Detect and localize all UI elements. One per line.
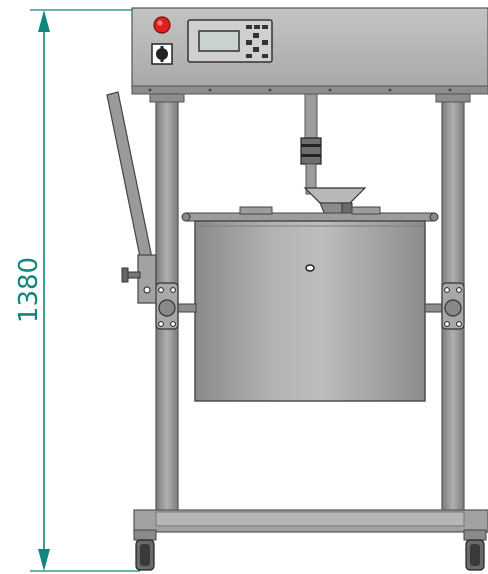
mixing-vessel bbox=[181, 206, 439, 402]
pivot-bearing-left bbox=[155, 282, 197, 330]
drive-shaft bbox=[300, 93, 322, 195]
rotary-switch-icon[interactable] bbox=[151, 43, 173, 65]
caster-wheel-right bbox=[463, 529, 487, 571]
shaft-coupling bbox=[300, 137, 322, 165]
dimension-arrow-bottom bbox=[38, 549, 50, 571]
height-dimension: 1380 bbox=[14, 9, 140, 572]
caster-wheel-left bbox=[133, 529, 157, 571]
control-box bbox=[131, 7, 488, 95]
dimension-arrow-top bbox=[38, 10, 50, 32]
red-stop-button-icon[interactable] bbox=[153, 16, 171, 34]
height-dimension-label: 1380 bbox=[14, 257, 44, 323]
tilt-lever-handle[interactable] bbox=[106, 91, 157, 304]
feed-funnel bbox=[303, 187, 367, 218]
control-display-panel[interactable] bbox=[187, 19, 273, 63]
vessel-port bbox=[305, 264, 315, 272]
pivot-bearing-right bbox=[424, 282, 465, 330]
